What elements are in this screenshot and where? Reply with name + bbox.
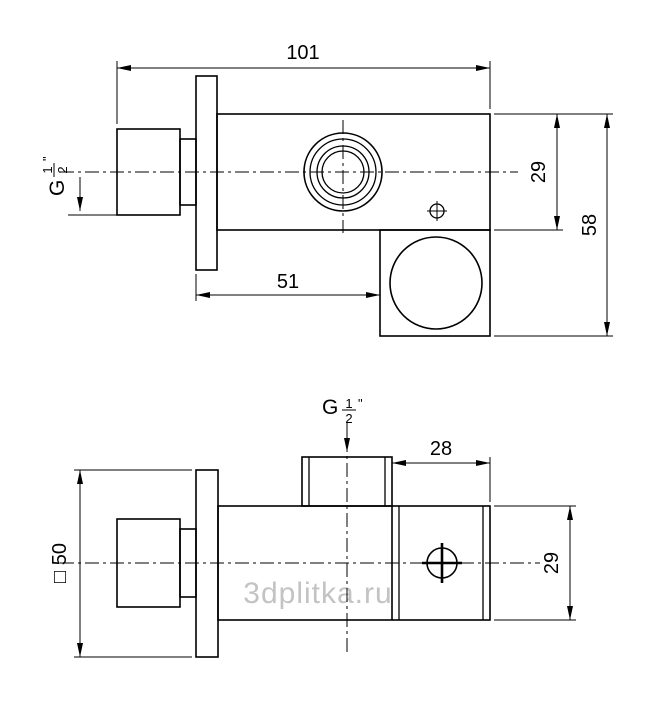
screw-icon (422, 543, 462, 583)
screw-icon (427, 201, 447, 221)
dimension-label: 101 (286, 42, 319, 64)
thread-denominator: 2 (345, 411, 352, 426)
dimension-flange-size: □ 50 (49, 469, 192, 658)
bottom-view (60, 438, 540, 658)
watermark-text: 3dplitka.ru (243, 577, 392, 610)
top-view-dimensions: 101 29 58 51 G 1 2 " (40, 42, 613, 337)
dimension-overall-length: 101 (116, 42, 491, 124)
thread-size-label-bottom: G 1 2 " (322, 396, 363, 452)
dimension-total-height: 58 (494, 114, 613, 337)
outlet-boss (301, 456, 393, 507)
holder-outline (379, 229, 491, 337)
thread-size-label-top: G 1 2 " (40, 156, 117, 216)
dimension-label: 29 (541, 552, 563, 574)
dimension-holder-offset: 51 (195, 271, 380, 301)
dimension-label: □ 50 (49, 543, 71, 583)
thread-neck-outline (179, 528, 197, 598)
thread-prefix: G (322, 396, 338, 419)
thread-numerator: 1 (345, 396, 352, 411)
dimension-label: 58 (579, 214, 601, 236)
outlet-circle-3 (316, 145, 370, 199)
thread-suffix: " (40, 156, 55, 161)
thread-prefix: G (46, 180, 69, 196)
thread-label-group: G 1 2 " (322, 396, 363, 426)
thread-numerator: 1 (40, 166, 55, 173)
holder-section (391, 506, 484, 620)
outlet-circle-inner (321, 150, 365, 194)
dimension-label: 51 (277, 271, 299, 293)
holder-ball-circle (389, 236, 483, 330)
dimension-holder-height: 29 (494, 505, 576, 621)
wall-flange-outline (195, 75, 218, 271)
outlet-circle-outer (303, 132, 383, 212)
thread-suffix: " (358, 396, 363, 411)
dimension-label: 29 (528, 161, 550, 183)
body-outline (216, 113, 491, 231)
outlet-circle-2 (309, 138, 377, 206)
dimension-label: 28 (430, 438, 452, 460)
dimension-body-height: 29 (494, 113, 613, 231)
thread-label-group: G 1 2 " (40, 156, 70, 196)
bottom-view-dimensions: G 1 2 " 28 29 □ 50 (49, 396, 576, 658)
thread-denominator: 2 (55, 166, 70, 173)
dimension-holder-width: 28 (392, 438, 491, 502)
boss-outline (301, 456, 393, 507)
top-view (60, 75, 518, 337)
thread-neck-outline (179, 138, 197, 206)
